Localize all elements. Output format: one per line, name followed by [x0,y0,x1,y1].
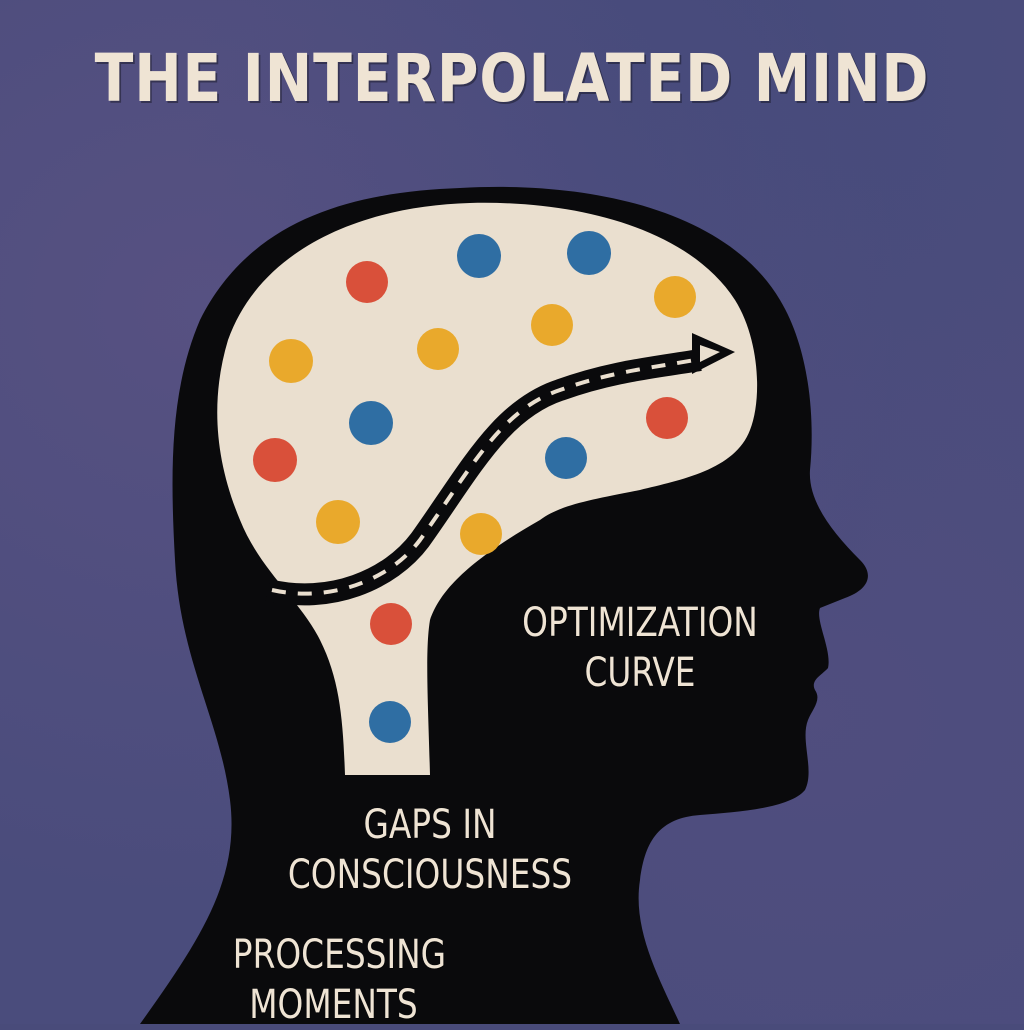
label-processing-moments: PROCESSING MOMENTS [200,930,479,1030]
dot-yellow [460,513,502,555]
dot-yellow [269,339,313,383]
label-line: MOMENTS [249,982,418,1028]
label-line: PROCESSING [232,932,447,978]
thought-dots [253,231,696,743]
dot-blue [369,701,411,743]
label-line: CONSCIOUSNESS [287,852,573,898]
dot-blue [567,231,611,275]
optimization-curve-arrow [265,333,735,606]
dot-red [370,603,412,645]
poster-title: THE INTERPOLATED MIND [94,40,930,117]
dot-yellow [417,328,459,370]
dot-yellow [316,500,360,544]
dot-yellow [654,276,696,318]
dot-red [253,438,297,482]
dot-red [346,261,388,303]
dot-yellow [531,304,573,346]
label-line: OPTIMIZATION [522,600,758,646]
dot-blue [349,401,393,445]
label-line: CURVE [584,650,696,696]
dot-red [646,397,688,439]
dot-blue [545,437,587,479]
label-optimization-curve: OPTIMIZATION CURVE [501,598,780,698]
label-gaps-in-consciousness: GAPS IN CONSCIOUSNESS [258,800,602,900]
brain-shape [217,202,758,775]
label-line: GAPS IN [363,802,497,848]
dot-blue [457,234,501,278]
